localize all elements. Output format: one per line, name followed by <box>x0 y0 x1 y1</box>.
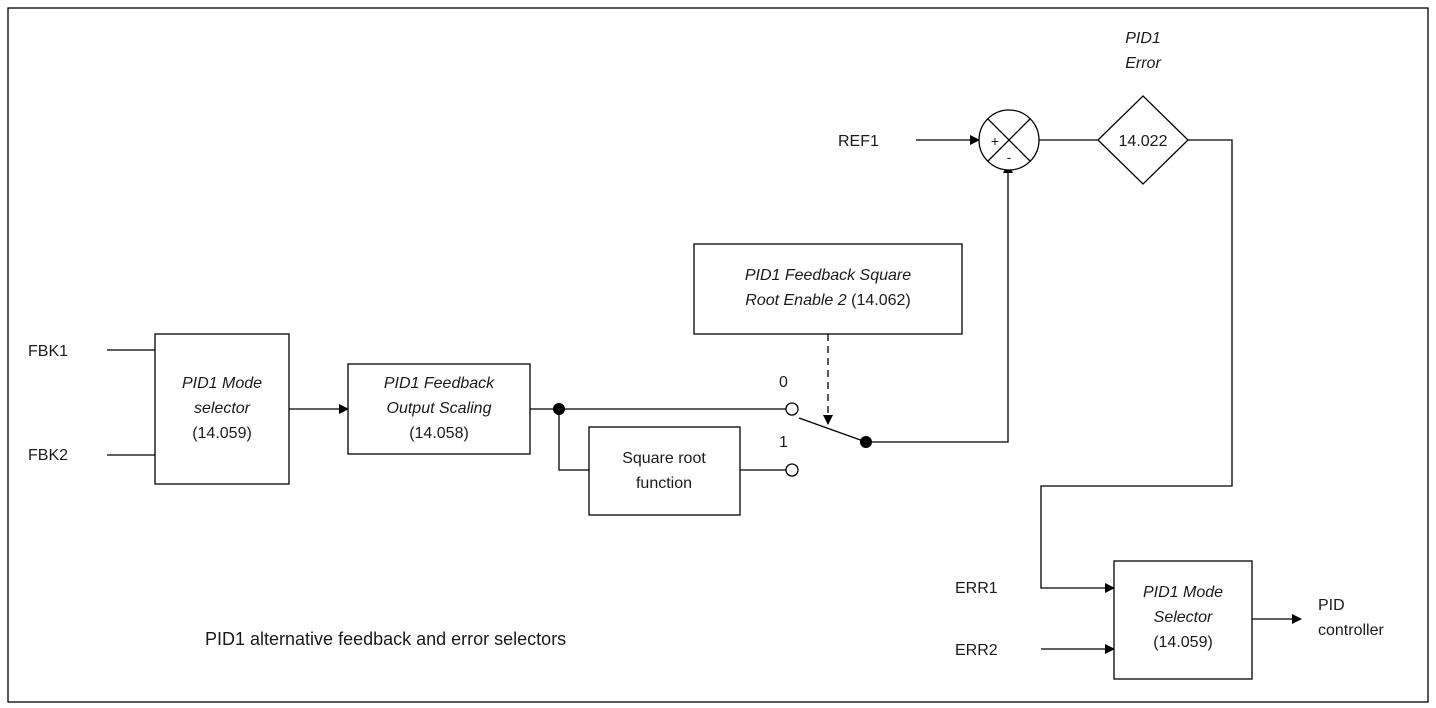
mode-selector-feedback-block <box>154 333 290 485</box>
switch-label-1: 1 <box>779 434 788 451</box>
switch-contact-0 <box>785 402 799 416</box>
switch-label-0: 0 <box>779 374 788 391</box>
error-parameter-diamond <box>1097 95 1189 185</box>
feedback-scaling-param: (14.058) <box>409 425 469 442</box>
sqrt-enable-block <box>693 243 963 335</box>
square-root-block <box>588 426 741 516</box>
switch-arm <box>798 417 867 443</box>
input-label-fbk1: FBK1 <box>28 343 68 360</box>
error-caption-line1: PID1 <box>1125 30 1161 47</box>
square-root-line1: Square root <box>622 450 706 467</box>
mode-selector-error-param: (14.059) <box>1153 634 1213 651</box>
switch-to-sum-wire <box>866 163 1013 443</box>
feedback-scaling-line1: PID1 Feedback <box>384 375 495 392</box>
switch-contact-1 <box>785 463 799 477</box>
mode-selector-error-line1: PID1 Mode <box>1143 584 1223 601</box>
mode-selector-feedback-line2: selector <box>194 400 251 417</box>
error-caption-line2: Error <box>1125 55 1161 72</box>
input-label-fbk2: FBK2 <box>28 447 68 464</box>
sqrt-enable-line2-text: Root Enable 2 <box>745 292 847 309</box>
input-label-err2: ERR2 <box>955 642 998 659</box>
error-parameter-value: 14.022 <box>1119 133 1168 150</box>
branch-to-sqrt-wire <box>558 409 589 471</box>
feedback-scaling-block <box>347 363 531 455</box>
mode-selector-error-line2: Selector <box>1154 609 1213 626</box>
square-root-line2: function <box>636 475 692 492</box>
error-to-err1-wire <box>1040 139 1233 593</box>
mode-selector-feedback-param: (14.059) <box>192 425 252 442</box>
sqrt-enable-line1: PID1 Feedback Square <box>745 267 911 284</box>
output-label-line1: PID <box>1318 597 1345 614</box>
mode-selector-feedback-line1: PID1 Mode <box>182 375 262 392</box>
sqrt-enable-line2: Root Enable 2 (14.062) <box>745 292 910 309</box>
summing-junction: + - <box>978 109 1040 171</box>
summing-minus: - <box>1007 149 1012 165</box>
diagram-title: PID1 alternative feedback and error sele… <box>205 629 566 649</box>
output-label-line2: controller <box>1318 622 1384 639</box>
summing-plus: + <box>991 133 999 149</box>
feedback-scaling-line2: Output Scaling <box>387 400 492 417</box>
sqrt-enable-param: (14.062) <box>847 292 911 309</box>
mode-selector-error-block <box>1113 560 1253 680</box>
diagram-frame <box>7 7 1429 703</box>
input-label-err1: ERR1 <box>955 580 998 597</box>
input-label-ref1: REF1 <box>838 133 879 150</box>
